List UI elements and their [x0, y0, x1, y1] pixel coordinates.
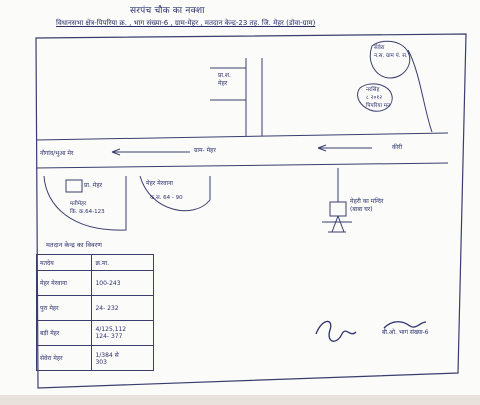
lower-left-sub-box: [65, 179, 83, 193]
lower-mid-building-label: मेहर मेरवाना: [146, 180, 173, 187]
lower-left-building-label: प्रा. मेहर: [84, 182, 103, 189]
legend-cell-left: बड़ी मेहर: [35, 320, 93, 346]
paper-edge: [0, 395, 480, 405]
road-center-label: ग्राम- मेहर: [194, 147, 216, 154]
temple-box: [329, 201, 347, 217]
temple-label: मेहरी का मन्दिर(बाबा घर): [350, 198, 384, 213]
right-enclosure: [407, 49, 433, 133]
arrow-left-road: [111, 148, 190, 156]
legend-cell-left: सेवेरा मेहर: [35, 345, 93, 371]
arrow-right-road: [317, 144, 372, 152]
legend-cell-right: 100-243: [91, 270, 154, 296]
legend-cell-left: पुरा मेहर: [35, 295, 93, 321]
road-right-label: कीरी: [392, 144, 403, 151]
signature-right: [383, 321, 427, 329]
top-building-label: प्रा.श.मेहर: [218, 72, 231, 87]
legend-cell-left: मेहर मेरवाना: [35, 270, 93, 296]
lower-left-building-outline: [43, 175, 127, 231]
page-subtitle: विधानसभा क्षेत्र-पिपरिया क्र. , भाग संख्…: [56, 19, 316, 27]
lower-mid-building-outline: [139, 175, 211, 212]
legend-cell-left: मतदेय: [35, 254, 93, 271]
legend-cell-right: क्र.मा.: [91, 254, 154, 271]
tree-outline-top: [369, 40, 411, 79]
legend-row: मेहर मेरवाना100-243: [35, 270, 154, 296]
legend-title: मतदान केन्द्र का विवरण: [46, 241, 102, 249]
temple-roots: [331, 215, 345, 233]
right-top-tree-label: सेवेरान.स. ग्राम पं. स.: [374, 45, 408, 59]
temple-base: [322, 221, 352, 233]
legend-cell-right: 1/384 से303: [91, 345, 154, 371]
signature-left: [315, 320, 357, 342]
lower-mid-sub-label: क.स. 64 - 90: [150, 195, 183, 201]
tree-outline-mid: [357, 83, 393, 112]
signature-text: बी.ओ. भाग संख्या-6: [382, 329, 429, 336]
page-title: सरपंच चौक का नक्शा: [130, 6, 205, 16]
road-left-label: नौगांव/भुआ मेर: [40, 150, 74, 157]
legend-cell-right: 24- 232: [91, 295, 154, 321]
road-bottom-edge: [35, 162, 449, 169]
road-top-edge: [35, 132, 449, 141]
